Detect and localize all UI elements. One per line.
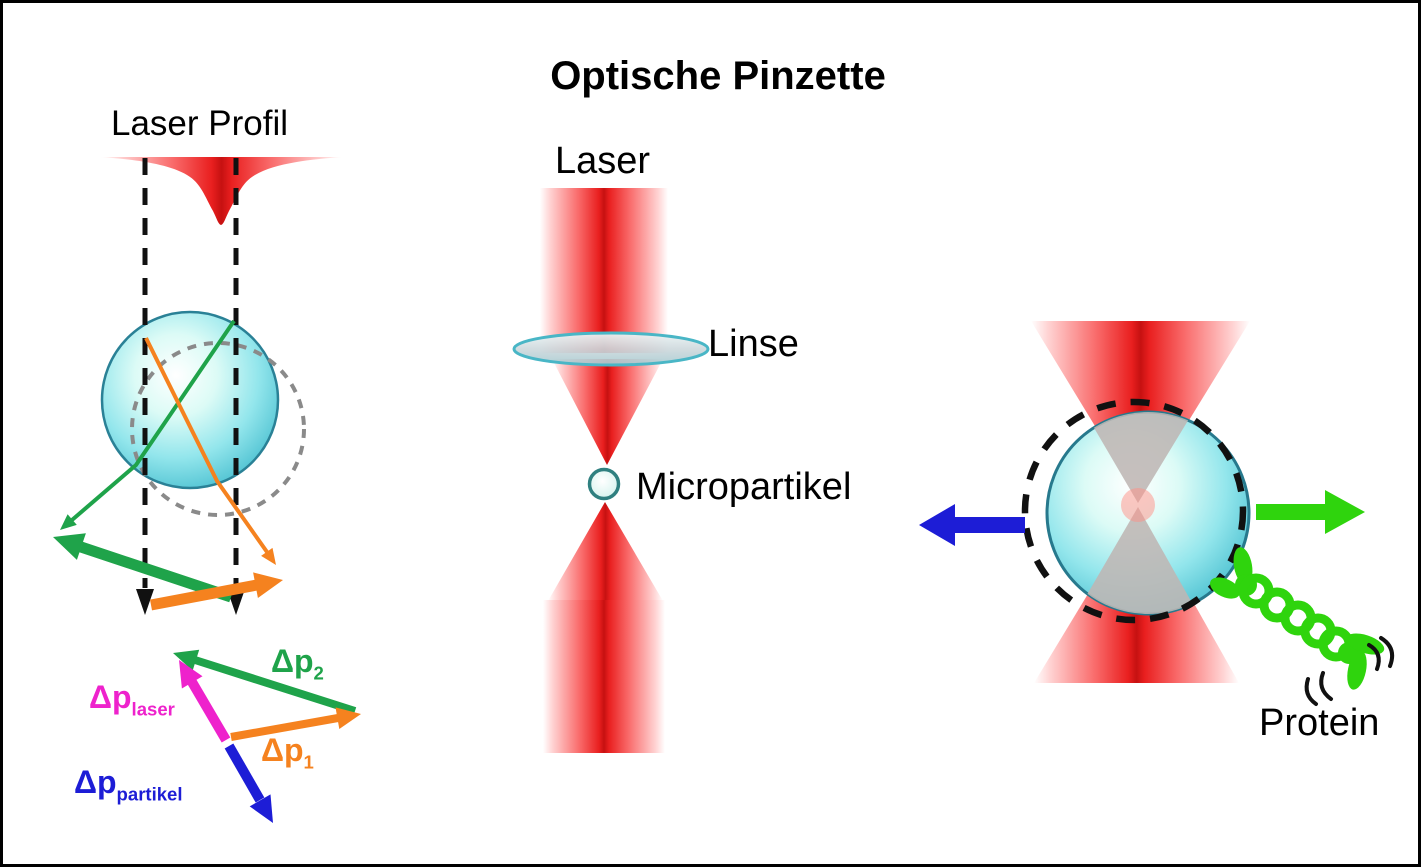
laser-profile-title: Laser Profil [111,104,289,143]
trapped-microparticle [587,467,621,501]
trap-center-dashed-circle [1021,398,1247,624]
vector-dp-partikel [224,743,273,823]
gaussian-beam-profile-shape [100,157,343,225]
dp1-label: Δp1 [261,732,314,773]
trap-with-protein-panel [919,321,1395,706]
left-microsphere [100,310,280,490]
laser-beam-column-bottom [543,600,665,753]
protein-chain [1210,547,1385,690]
beam-inside-sphere [1074,412,1200,614]
vector-dp-laser [179,660,231,743]
refracted-ray-2 [60,319,236,530]
laser-profile-panel [53,157,343,615]
dp-laser-label: Δplaser [89,679,175,720]
microparticle-label: Micropartikel [636,466,852,508]
laser-beam-column-top [540,188,668,353]
momentum-vector-diagram [173,649,361,823]
vector-dp2 [173,649,357,715]
protein-label: Protein [1259,702,1380,744]
momentum-arrow-orange [149,572,283,611]
laser-label: Laser [555,140,651,182]
vibration-marks [1304,636,1395,706]
diverging-cone-lower [548,502,663,601]
restoring-force-arrow-blue [919,504,1025,546]
refracted-ray-1 [144,337,276,565]
dp2-label: Δp2 [271,643,324,684]
figure-title: Optische Pinzette [550,54,886,98]
lens [512,331,710,367]
focusing-cone-upper [552,359,663,465]
diagram-canvas [53,157,1395,823]
dp-partikel-label: Δppartikel [74,764,183,805]
momentum-arrow-green [53,533,233,603]
vector-dp1 [230,707,361,741]
optical-tweezers-setup [512,188,710,753]
equilibrium-position-dashed-circle [130,341,306,517]
pulling-force-arrow-green [1256,490,1365,534]
lens-label: Linse [708,323,799,365]
trap-cone-upper [1031,321,1250,500]
incident-ray-left [136,158,154,615]
